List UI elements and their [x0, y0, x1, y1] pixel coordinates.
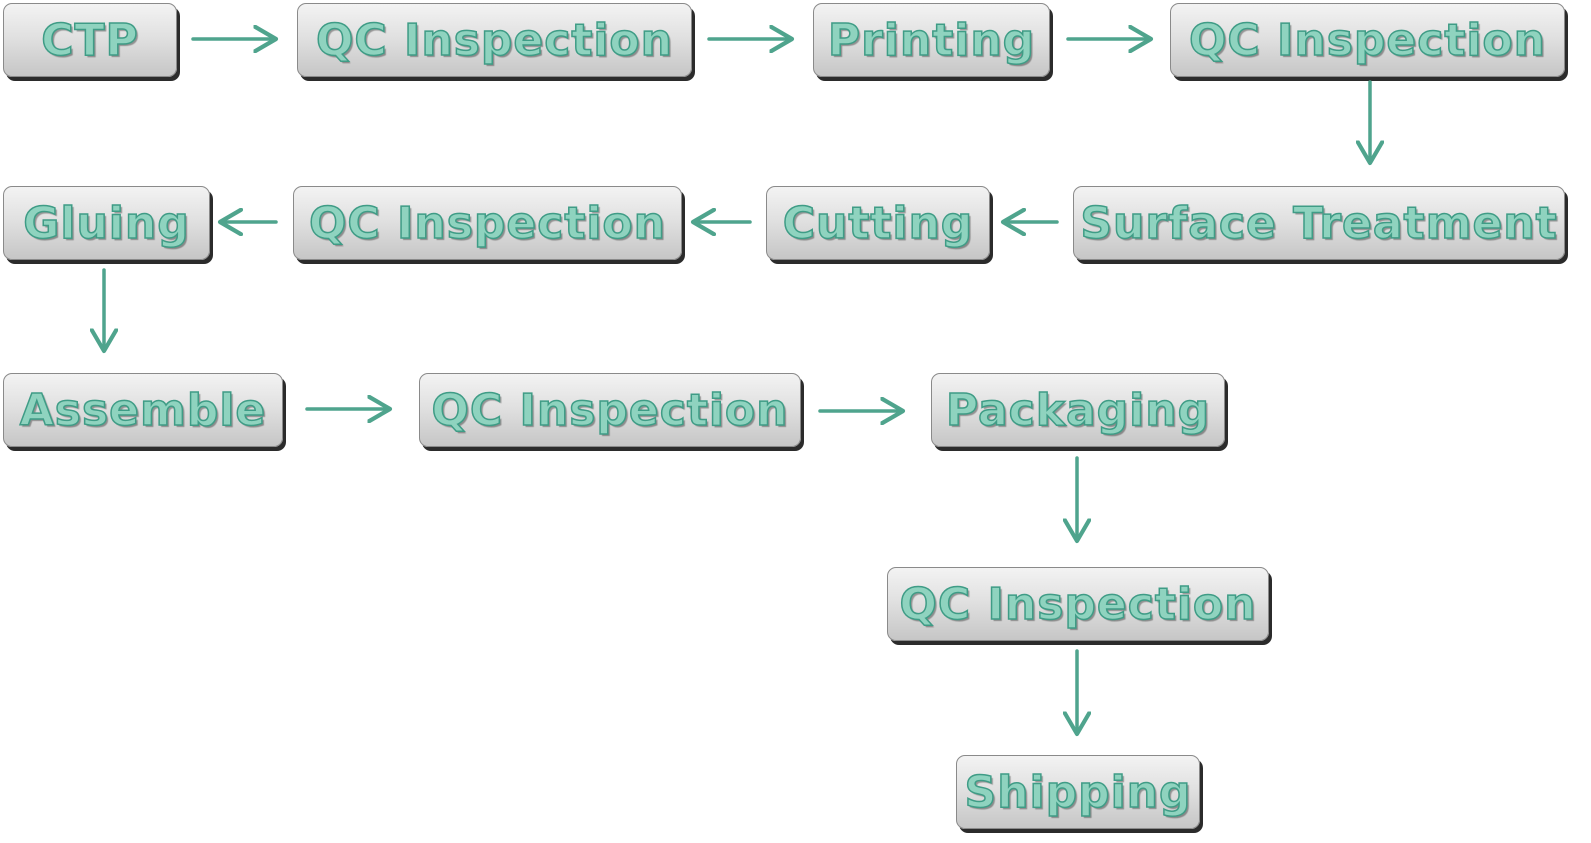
- step-label: QC Inspection: [431, 384, 789, 437]
- step-label: Surface Treatment: [1080, 197, 1558, 250]
- step-label: QC Inspection: [308, 197, 666, 250]
- step-label: Assemble: [19, 384, 267, 437]
- step-packaging: Packaging: [931, 373, 1225, 447]
- step-label: Shipping: [964, 766, 1192, 819]
- step-qc-inspection-3: QC Inspection: [293, 186, 682, 260]
- step-label: Packaging: [945, 384, 1211, 437]
- step-label: Gluing: [23, 197, 190, 250]
- step-label: Cutting: [782, 197, 974, 250]
- step-qc-inspection-1: QC Inspection: [297, 3, 692, 77]
- step-label: QC Inspection: [1188, 14, 1546, 67]
- step-printing: Printing: [813, 3, 1050, 77]
- step-qc-inspection-5: QC Inspection: [887, 567, 1269, 641]
- step-label: QC Inspection: [315, 14, 673, 67]
- step-gluing: Gluing: [3, 186, 210, 260]
- step-label: QC Inspection: [899, 578, 1257, 631]
- step-shipping: Shipping: [956, 755, 1200, 829]
- step-assemble: Assemble: [3, 373, 283, 447]
- step-qc-inspection-2: QC Inspection: [1170, 3, 1565, 77]
- step-label: Printing: [827, 14, 1036, 67]
- step-cutting: Cutting: [766, 186, 990, 260]
- step-qc-inspection-4: QC Inspection: [419, 373, 801, 447]
- step-ctp: CTP: [3, 3, 177, 77]
- step-surface-treatment: Surface Treatment: [1073, 186, 1565, 260]
- step-label: CTP: [40, 14, 139, 67]
